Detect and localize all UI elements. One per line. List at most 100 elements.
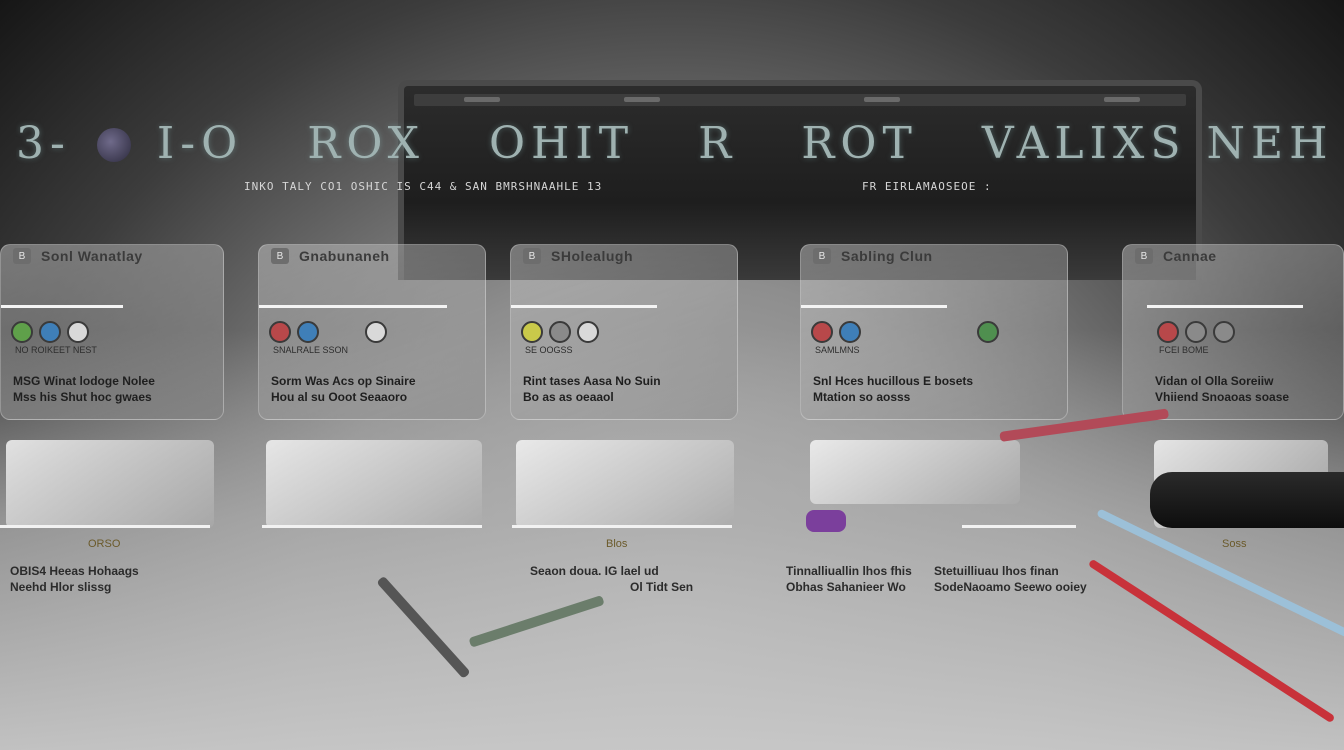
tile-divider — [0, 525, 210, 528]
card-icon-row — [1157, 321, 1235, 343]
gray-circle-icon — [1185, 321, 1207, 343]
tile-label: Soss — [1222, 538, 1247, 550]
card-meta: SAMLMNS — [815, 345, 860, 355]
footer-text: Stetuilliuau lhos finan SodeNaoamo Seewo… — [934, 563, 1087, 595]
headline-part: R — [698, 118, 738, 169]
feature-card[interactable]: B Gnabunaneh SNALRALE SSON Sorm Was Acs … — [258, 244, 486, 420]
toggle-icon — [577, 321, 599, 343]
page-headline: 3- I-O ROX OHIT R ROT VALIXS NEHSU A S4 — [16, 118, 1326, 178]
preview-tile[interactable] — [810, 440, 1020, 504]
feature-card[interactable]: B SHolealugh SE OOGSS Rint tases Aasa No… — [510, 244, 738, 420]
headline-part: OHIT — [488, 118, 635, 169]
card-header: B Sabling Clun — [813, 245, 933, 267]
card-body-line: Mtation so aosss — [813, 390, 911, 404]
card-header: B Sonl Wanatlay — [13, 245, 143, 267]
toggle-icon — [67, 321, 89, 343]
tile-divider — [512, 525, 732, 528]
feature-card[interactable]: B Sabling Clun SAMLMNS Snl Hces hucillou… — [800, 244, 1068, 420]
footer-line: OBIS4 Heeas Hohaags — [10, 564, 139, 578]
card-body: Rint tases Aasa No Suin Bo as as oeaaol — [523, 373, 661, 405]
subheading-right: FR EIRLAMAOSEOE : — [862, 180, 992, 193]
feature-card[interactable]: B Cannae FCEI BOME Vidan ol Olla Soreiiw… — [1122, 244, 1344, 420]
card-title: Cannae — [1163, 248, 1217, 264]
preview-tile[interactable] — [516, 440, 734, 528]
card-body: MSG Winat lodoge Nolee Mss his Shut hoc … — [13, 373, 155, 405]
card-body: Sorm Was Acs op Sinaire Hou al su Ooot S… — [271, 373, 416, 405]
gray-circle-icon — [1213, 321, 1235, 343]
preview-tile[interactable] — [266, 440, 482, 528]
toggle-icon — [365, 321, 387, 343]
blue-circle-icon — [297, 321, 319, 343]
card-divider — [259, 305, 447, 308]
card-meta: FCEI BOME — [1159, 345, 1209, 355]
binder-clip — [806, 510, 846, 532]
headline-part: ROX — [307, 118, 425, 169]
footer-line: Neehd Hlor slissg — [10, 580, 112, 594]
gray-circle-icon — [549, 321, 571, 343]
card-body: Snl Hces hucillous E bosets Mtation so a… — [813, 373, 973, 405]
background-monitor — [398, 80, 1202, 280]
blue-circle-icon — [839, 321, 861, 343]
card-divider — [511, 305, 657, 308]
card-header: B Gnabunaneh — [271, 245, 390, 267]
card-header: B SHolealugh — [523, 245, 633, 267]
footer-text: OBIS4 Heeas Hohaags Neehd Hlor slissg — [10, 563, 139, 595]
blue-circle-icon — [39, 321, 61, 343]
card-body-line: Snl Hces hucillous E bosets — [813, 374, 974, 388]
red-circle-icon — [269, 321, 291, 343]
monitor-menu-item — [464, 97, 500, 102]
card-icon-row — [11, 321, 89, 343]
logo-icon — [96, 128, 131, 162]
card-badge: B — [523, 248, 541, 264]
card-title: Sonl Wanatlay — [41, 248, 143, 264]
monitor-menu-item — [624, 97, 660, 102]
yellow-circle-icon — [521, 321, 543, 343]
footer-line: Stetuilliuau lhos finan — [934, 564, 1059, 578]
card-header: B Cannae — [1135, 245, 1217, 267]
headline-part: 3- — [16, 118, 71, 169]
monitor-menu-item — [1104, 97, 1140, 102]
card-icon-row — [269, 321, 387, 343]
card-body-line: Vidan ol Olla Soreiiw — [1155, 374, 1274, 388]
card-body-line: Sorm Was Acs op Sinaire — [271, 374, 416, 388]
tile-label: Blos — [606, 538, 628, 550]
card-meta: SNALRALE SSON — [273, 345, 349, 355]
card-meta: SE OOGSS — [525, 345, 573, 355]
headline-part: NEHSU — [1206, 118, 1326, 169]
tile-label: ORSO — [88, 538, 121, 550]
card-badge: B — [1135, 248, 1153, 264]
card-badge: B — [813, 248, 831, 264]
card-divider — [1, 305, 123, 308]
card-title: Gnabunaneh — [299, 248, 390, 264]
card-icon-row — [521, 321, 599, 343]
card-badge: B — [13, 248, 31, 264]
card-title: Sabling Clun — [841, 248, 933, 264]
card-body-line: MSG Winat lodoge Nolee — [13, 374, 155, 388]
green-circle-icon — [977, 321, 999, 343]
card-divider — [1147, 305, 1303, 308]
footer-text: Seaon doua. IG lael ud Ol Tidt Sen — [530, 563, 693, 595]
feature-card[interactable]: B Sonl Wanatlay NO ROIKEET NEST MSG Wina… — [0, 244, 224, 420]
card-body-line: Mss his Shut hoc gwaes — [13, 390, 152, 404]
monitor-menu-item — [864, 97, 900, 102]
headline-part: VALIXS — [981, 118, 1187, 169]
green-circle-icon — [11, 321, 33, 343]
preview-tile[interactable] — [6, 440, 214, 528]
footer-line: Tinnalliuallin lhos fhis — [786, 564, 912, 578]
footer-line: SodeNaoamo Seewo ooiey — [934, 580, 1087, 594]
card-icon-row — [811, 321, 999, 343]
footer-line: Obhas Sahanieer Wo — [786, 580, 906, 594]
card-body-line: Vhiiend Snoaoas soase — [1155, 390, 1290, 404]
tile-divider — [962, 525, 1076, 528]
headline-part: ROT — [801, 118, 918, 169]
subheading-left: INKO TALY CO1 OSHIC IS C44 & SAN BMRSHNA… — [244, 180, 603, 193]
footer-line: Ol Tidt Sen — [630, 580, 694, 594]
tile-divider — [262, 525, 482, 528]
headline-part: I-O — [156, 118, 244, 169]
card-body-line: Hou al su Ooot Seaaoro — [271, 390, 408, 404]
monitor-toolbar — [414, 94, 1186, 106]
card-body-line: Bo as as oeaaol — [523, 390, 614, 404]
card-badge: B — [271, 248, 289, 264]
card-meta: NO ROIKEET NEST — [15, 345, 97, 355]
